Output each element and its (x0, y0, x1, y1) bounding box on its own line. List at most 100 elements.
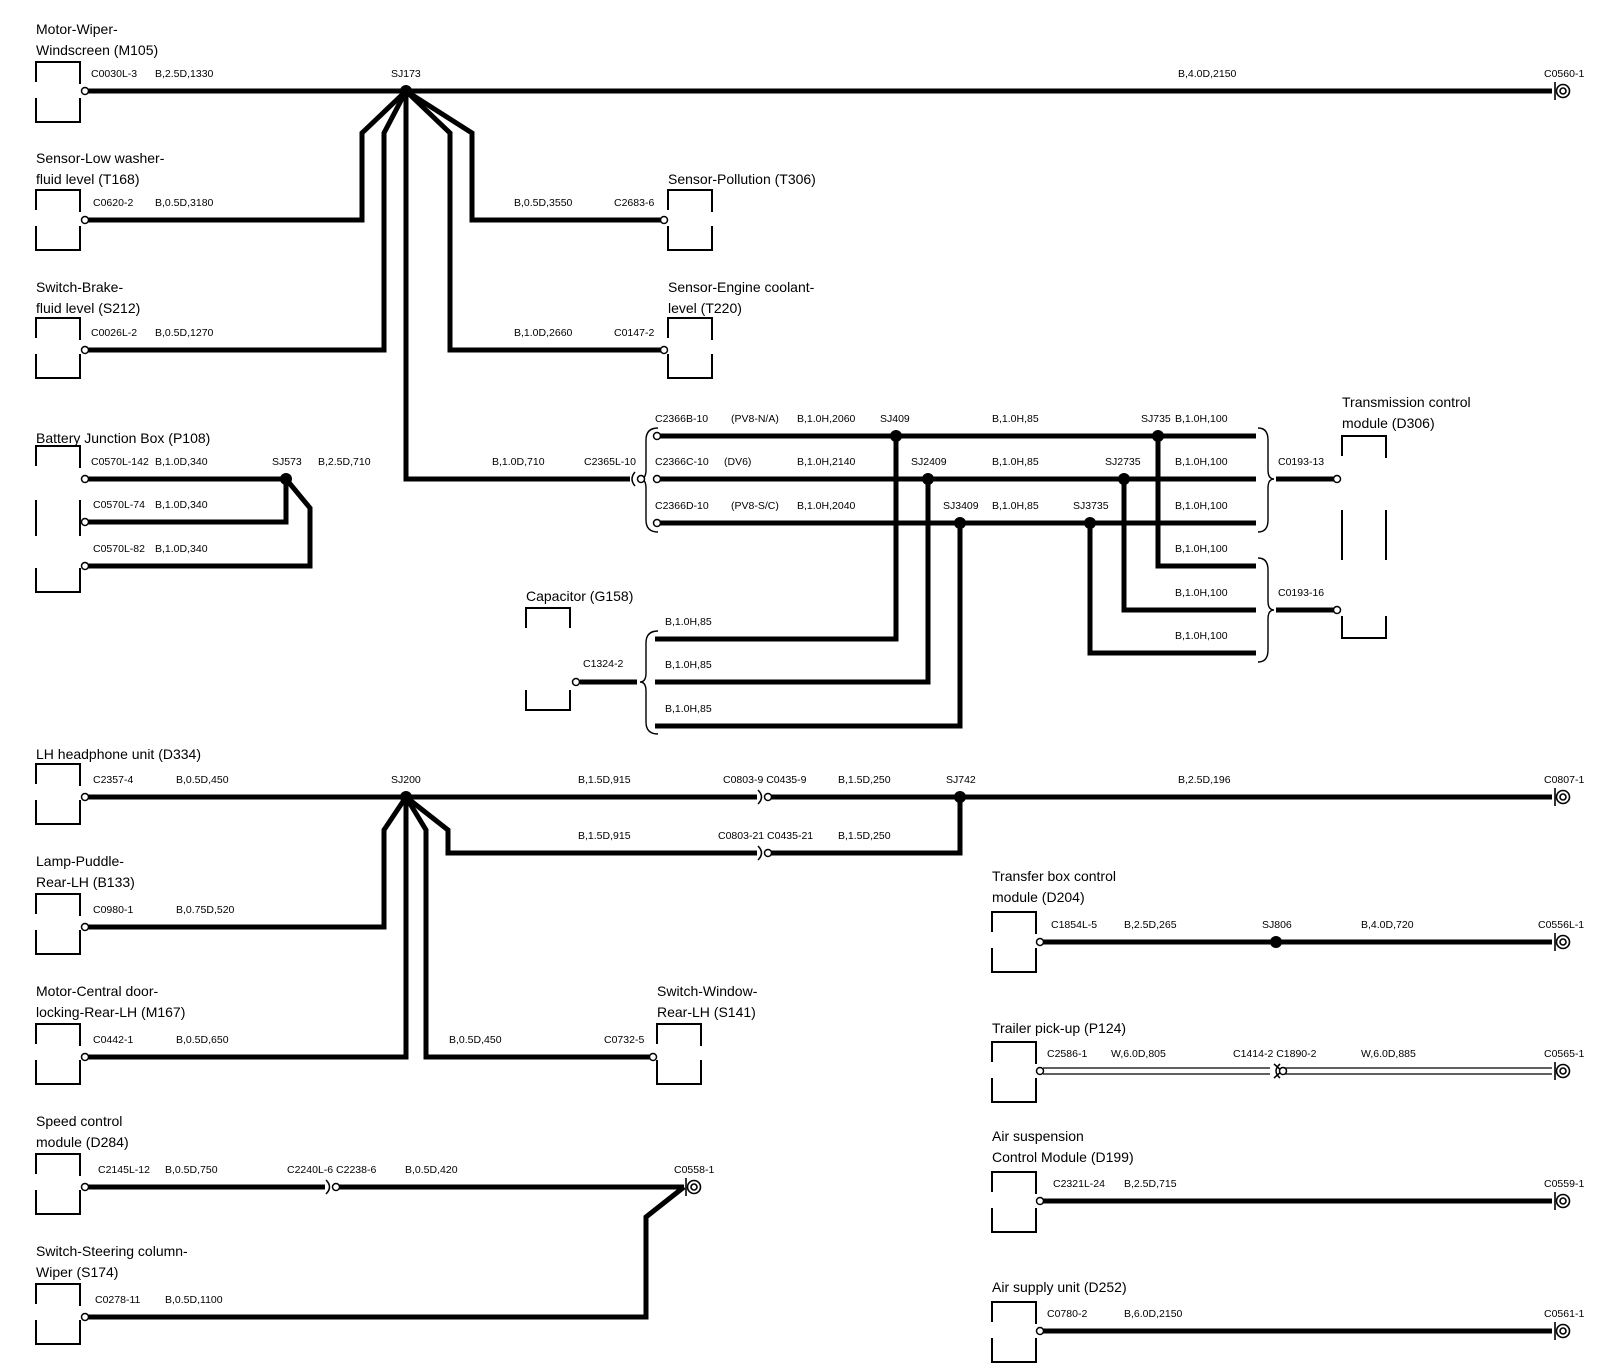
pin-c0147-2 (659, 345, 669, 355)
connector-label: C0558-1 (674, 1164, 714, 1176)
splice-sj409 (890, 430, 902, 442)
label-p124: Trailer pick-up (P124) (992, 1020, 1126, 1036)
component-box-d334 (35, 763, 81, 825)
label-s174-line1: Switch-Steering column- (36, 1243, 188, 1259)
wire-sj200-b133 (88, 795, 409, 930)
pin-c0030l-3 (80, 86, 90, 96)
wire-label: W,6.0D,805 (1111, 1048, 1166, 1060)
pin-c0193-16 (1332, 605, 1342, 615)
wire-p108-74 (88, 479, 289, 525)
connector-label: C0556L-1 (1538, 919, 1584, 931)
splice-sj573 (280, 473, 292, 485)
wire-label: B,0.5D,420 (405, 1164, 458, 1176)
wire-sj173-t220 (404, 89, 662, 353)
splice-sj742 (954, 791, 966, 803)
component-box-t168 (35, 189, 81, 251)
wire-label: B,1.5D,250 (838, 774, 891, 786)
pin-c0620-2 (80, 215, 90, 225)
connector-label: C0030L-3 (91, 68, 137, 80)
wire-label: B,2.5D,715 (1124, 1178, 1177, 1190)
label-s174-line2: Wiper (S174) (36, 1264, 118, 1280)
wire-sj200-s141 (403, 795, 651, 1060)
connector-label: C0561-1 (1544, 1308, 1584, 1320)
connector-label: C0193-13 (1278, 456, 1324, 468)
connector-label: C0803-9 C0435-9 (723, 774, 807, 786)
variant-label: (DV6) (724, 456, 751, 468)
connector-labels: C0030L-3 C0560-1 C0620-2 C2683-6 C0026L-… (91, 68, 1584, 1320)
wire-sj409-cap (655, 436, 899, 642)
pin-c0193-13 (1332, 474, 1342, 484)
label-t220-line2: level (T220) (668, 300, 742, 316)
wire-label: B,1.0D,340 (155, 499, 208, 511)
wire-sj200-m167 (88, 797, 409, 1060)
component-box-s141 (656, 1023, 702, 1085)
pin-c0570l-82 (80, 561, 90, 571)
wire-labels: B,2.5D,1330 B,4.0D,2150 B,0.5D,3180 B,0.… (155, 68, 1416, 1320)
wire-label: B,4.0D,720 (1361, 919, 1414, 931)
connector-label: C2145L-12 (98, 1164, 150, 1176)
pin-c0442-1 (80, 1052, 90, 1062)
component-box-s212 (35, 317, 81, 379)
socket-c0559-1 (1554, 1192, 1571, 1210)
wire-sj200-c0803-21 (404, 795, 757, 856)
splice-sj2735 (1118, 473, 1130, 485)
wire-sj173-p108 (403, 91, 630, 482)
pin-c2586-1 (1035, 1066, 1045, 1076)
wire-trailer-a (1043, 1067, 1270, 1075)
wire-label: B,1.0H,85 (992, 456, 1039, 468)
wire-s174-c0558 (88, 1185, 686, 1320)
brace-c0193-16 (1257, 557, 1275, 663)
component-boxes (35, 61, 1387, 1363)
pin-c2366d-10 (652, 518, 662, 528)
pin-c0980-1 (80, 922, 90, 932)
splice-label: SJ409 (880, 413, 910, 425)
wire-trailer-b (1284, 1067, 1552, 1075)
splice-label: SJ3735 (1073, 500, 1109, 512)
wire-label: B,1.0H,100 (1175, 500, 1228, 512)
wire-label: B,0.5D,450 (449, 1034, 502, 1046)
component-labels: Motor-Wiper- Windscreen (M105) Sensor-Lo… (36, 21, 1471, 1295)
socket-c0560-1 (1554, 82, 1571, 100)
connector-label: C0442-1 (93, 1034, 133, 1046)
socket-c0561-1 (1554, 1322, 1571, 1340)
wire-label: B,2.5D,1330 (155, 68, 214, 80)
connector-label: C0278-11 (95, 1294, 140, 1306)
wire-label: W,6.0D,885 (1361, 1048, 1416, 1060)
splice-label: SJ573 (272, 456, 302, 468)
label-b133-line2: Rear-LH (B133) (36, 874, 135, 890)
splice-label: SJ806 (1262, 919, 1292, 931)
connector-label: C2683-6 (614, 197, 654, 209)
wire-label: B,1.5D,915 (578, 830, 631, 842)
connector-label: C0570L-74 (93, 499, 145, 511)
label-d204-line2: module (D204) (992, 889, 1085, 905)
label-d204-line1: Transfer box control (992, 868, 1116, 884)
wire-label: B,1.0H,85 (992, 500, 1039, 512)
wire-sj173-t168 (88, 89, 408, 223)
label-d284-line1: Speed control (36, 1113, 122, 1129)
label-m105-line2: Windscreen (M105) (36, 42, 158, 58)
pin-c2145l-12 (80, 1182, 90, 1192)
connector-label: C2240L-6 C2238-6 (287, 1164, 376, 1176)
splice-label: SJ735 (1141, 413, 1171, 425)
wires (88, 88, 1552, 1334)
label-m167-line2: locking-Rear-LH (M167) (36, 1004, 185, 1020)
wire-sj3409-cap (655, 523, 963, 729)
pin-c0732-5 (648, 1052, 658, 1062)
label-t306: Sensor-Pollution (T306) (668, 171, 816, 187)
wire-label: B,1.0H,100 (1175, 456, 1228, 468)
label-t168-line1: Sensor-Low washer- (36, 150, 165, 166)
component-box-d306 (1341, 435, 1387, 639)
pin-c0780-2 (1035, 1326, 1045, 1336)
wire-label: B,4.0D,2150 (1178, 68, 1237, 80)
variant-label: (PV8-N/A) (731, 413, 779, 425)
component-box-t306 (667, 189, 713, 251)
wire-label: B,2.5D,196 (1178, 774, 1231, 786)
wire-c0435-21-sj742 (770, 797, 963, 856)
component-box-b133 (35, 893, 81, 955)
label-d306-line2: module (D306) (1342, 415, 1435, 431)
harness-braces (639, 427, 1275, 735)
wire-label: B,1.0D,340 (155, 543, 208, 555)
wire-p108-82 (88, 477, 313, 569)
component-box-m105 (35, 61, 81, 123)
wire-label: B,1.0H,100 (1175, 413, 1228, 425)
